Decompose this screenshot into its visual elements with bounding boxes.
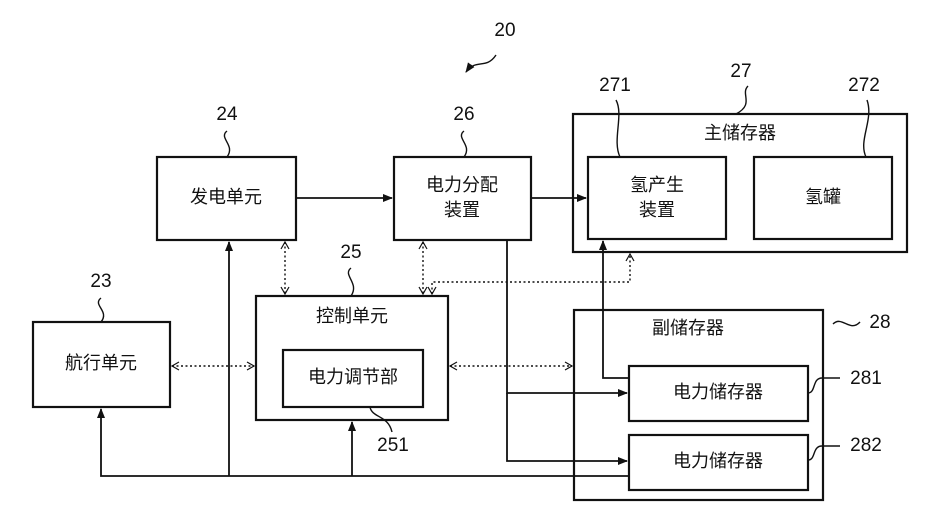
sub-storage-leader [833, 321, 860, 325]
generator-leader [224, 131, 229, 157]
nav-unit-ref: 23 [90, 271, 111, 292]
control-main-storage-signal [432, 254, 630, 294]
h2-generator-label-line2: 装置 [639, 200, 675, 221]
distribution-leader [461, 131, 466, 157]
system-ref-leader [466, 55, 496, 72]
system-reference: 20 [466, 20, 516, 72]
h2-tank-ref: 272 [848, 75, 880, 96]
distribution-ref: 26 [453, 104, 474, 125]
h2-generator-ref: 271 [599, 75, 631, 96]
power-adjust-ref: 251 [377, 435, 409, 456]
power-adjust-block: 电力调节部 251 [283, 350, 423, 456]
main-storage-label: 主储存器 [704, 123, 776, 144]
power-storage-2-block: 电力储存器 282 [629, 435, 882, 490]
power-adjust-label: 电力调节部 [308, 367, 398, 388]
power-storage-1-block: 电力储存器 281 [629, 366, 882, 421]
generator-block: 发电单元 24 [157, 104, 296, 240]
control-leader [348, 268, 353, 296]
nav-unit-leader [98, 298, 103, 322]
sub-storage-label: 副储存器 [652, 318, 724, 339]
h2-generator-box [588, 157, 726, 239]
sub-storage-ref: 28 [869, 312, 890, 333]
main-storage-leader [736, 86, 748, 114]
control-ref: 25 [340, 242, 361, 263]
main-storage-ref: 27 [730, 61, 751, 82]
generator-label: 发电单元 [190, 187, 262, 208]
power-storage-2-ref: 282 [850, 435, 882, 456]
h2-generator-block: 氢产生 装置 271 [588, 75, 726, 239]
power-storage-1-label: 电力储存器 [673, 382, 763, 403]
power-storage-1-ref: 281 [850, 368, 882, 389]
distribution-box [394, 157, 531, 240]
distribution-label-line1: 电力分配 [426, 175, 498, 196]
generator-ref: 24 [216, 104, 238, 125]
h2-tank-label: 氢罐 [805, 187, 841, 208]
power-storage-2-label: 电力储存器 [673, 451, 763, 472]
h2-tank-block: 氢罐 272 [754, 75, 892, 239]
system-ref-label: 20 [494, 20, 515, 41]
nav-unit-block: 航行单元 23 [33, 271, 170, 407]
nav-unit-label: 航行单元 [65, 353, 137, 374]
control-label: 控制单元 [316, 306, 388, 327]
distribution-block: 电力分配 装置 26 [394, 104, 531, 240]
h2-generator-label-line1: 氢产生 [630, 175, 684, 196]
distribution-label-line2: 装置 [444, 200, 480, 221]
